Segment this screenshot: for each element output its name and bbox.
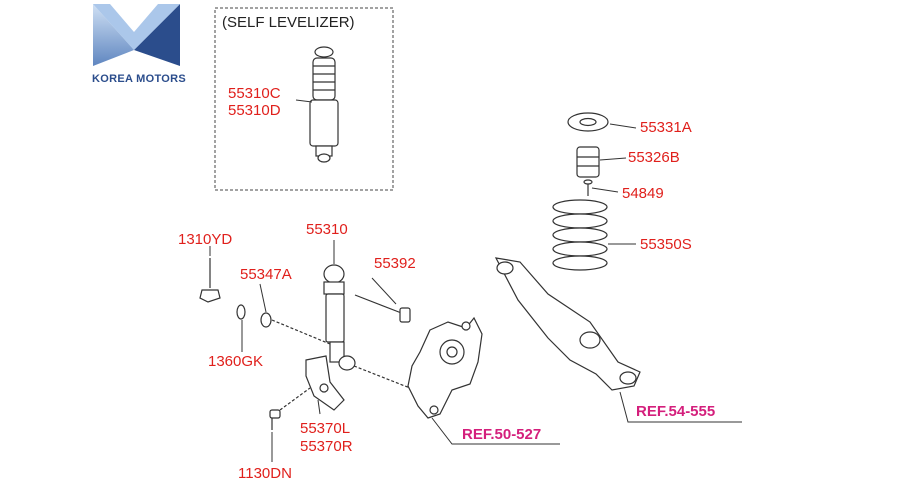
part-55326b-label: 55326B [628, 149, 680, 166]
ref-50-527-label: REF.50-527 [462, 426, 542, 443]
spring-assembly-drawing [552, 112, 609, 271]
shock-absorber-drawing [323, 264, 356, 371]
part-55331a-label: 55331A [640, 119, 692, 136]
brand-name: KOREA MOTORS [92, 73, 187, 85]
bracket-drawing [269, 355, 345, 430]
self-levelizer-title: (SELF LEVELIZER) [222, 14, 355, 31]
fasteners-drawing [199, 258, 411, 389]
part-55310-label: 55310 [306, 221, 348, 238]
part-55310d-label: 55310D [228, 102, 281, 119]
part-54849-label: 54849 [622, 185, 664, 202]
bolt-drawing [354, 294, 411, 323]
leader-lines [209, 99, 742, 462]
part-55350s-label: 55350S [640, 236, 692, 253]
part-1310yd-label: 1310YD [178, 231, 233, 248]
lower-arm-drawing [494, 257, 641, 391]
part-55370l-label: 55370L [300, 420, 351, 437]
self-levelizer-shock-drawing [309, 46, 339, 163]
part-55392-label: 55392 [374, 255, 416, 272]
part-55347a-label: 55347A [240, 266, 292, 283]
part-55370r-label: 55370R [300, 438, 353, 455]
part-1130dn-label: 1130DN [238, 465, 292, 482]
knuckle-drawing [407, 316, 483, 419]
part-1360gk-label: 1360GK [208, 353, 264, 370]
korea-motors-logo [93, 4, 180, 66]
part-55310c-label: 55310C [228, 85, 281, 102]
ref-54-555-label: REF.54-555 [636, 403, 716, 420]
